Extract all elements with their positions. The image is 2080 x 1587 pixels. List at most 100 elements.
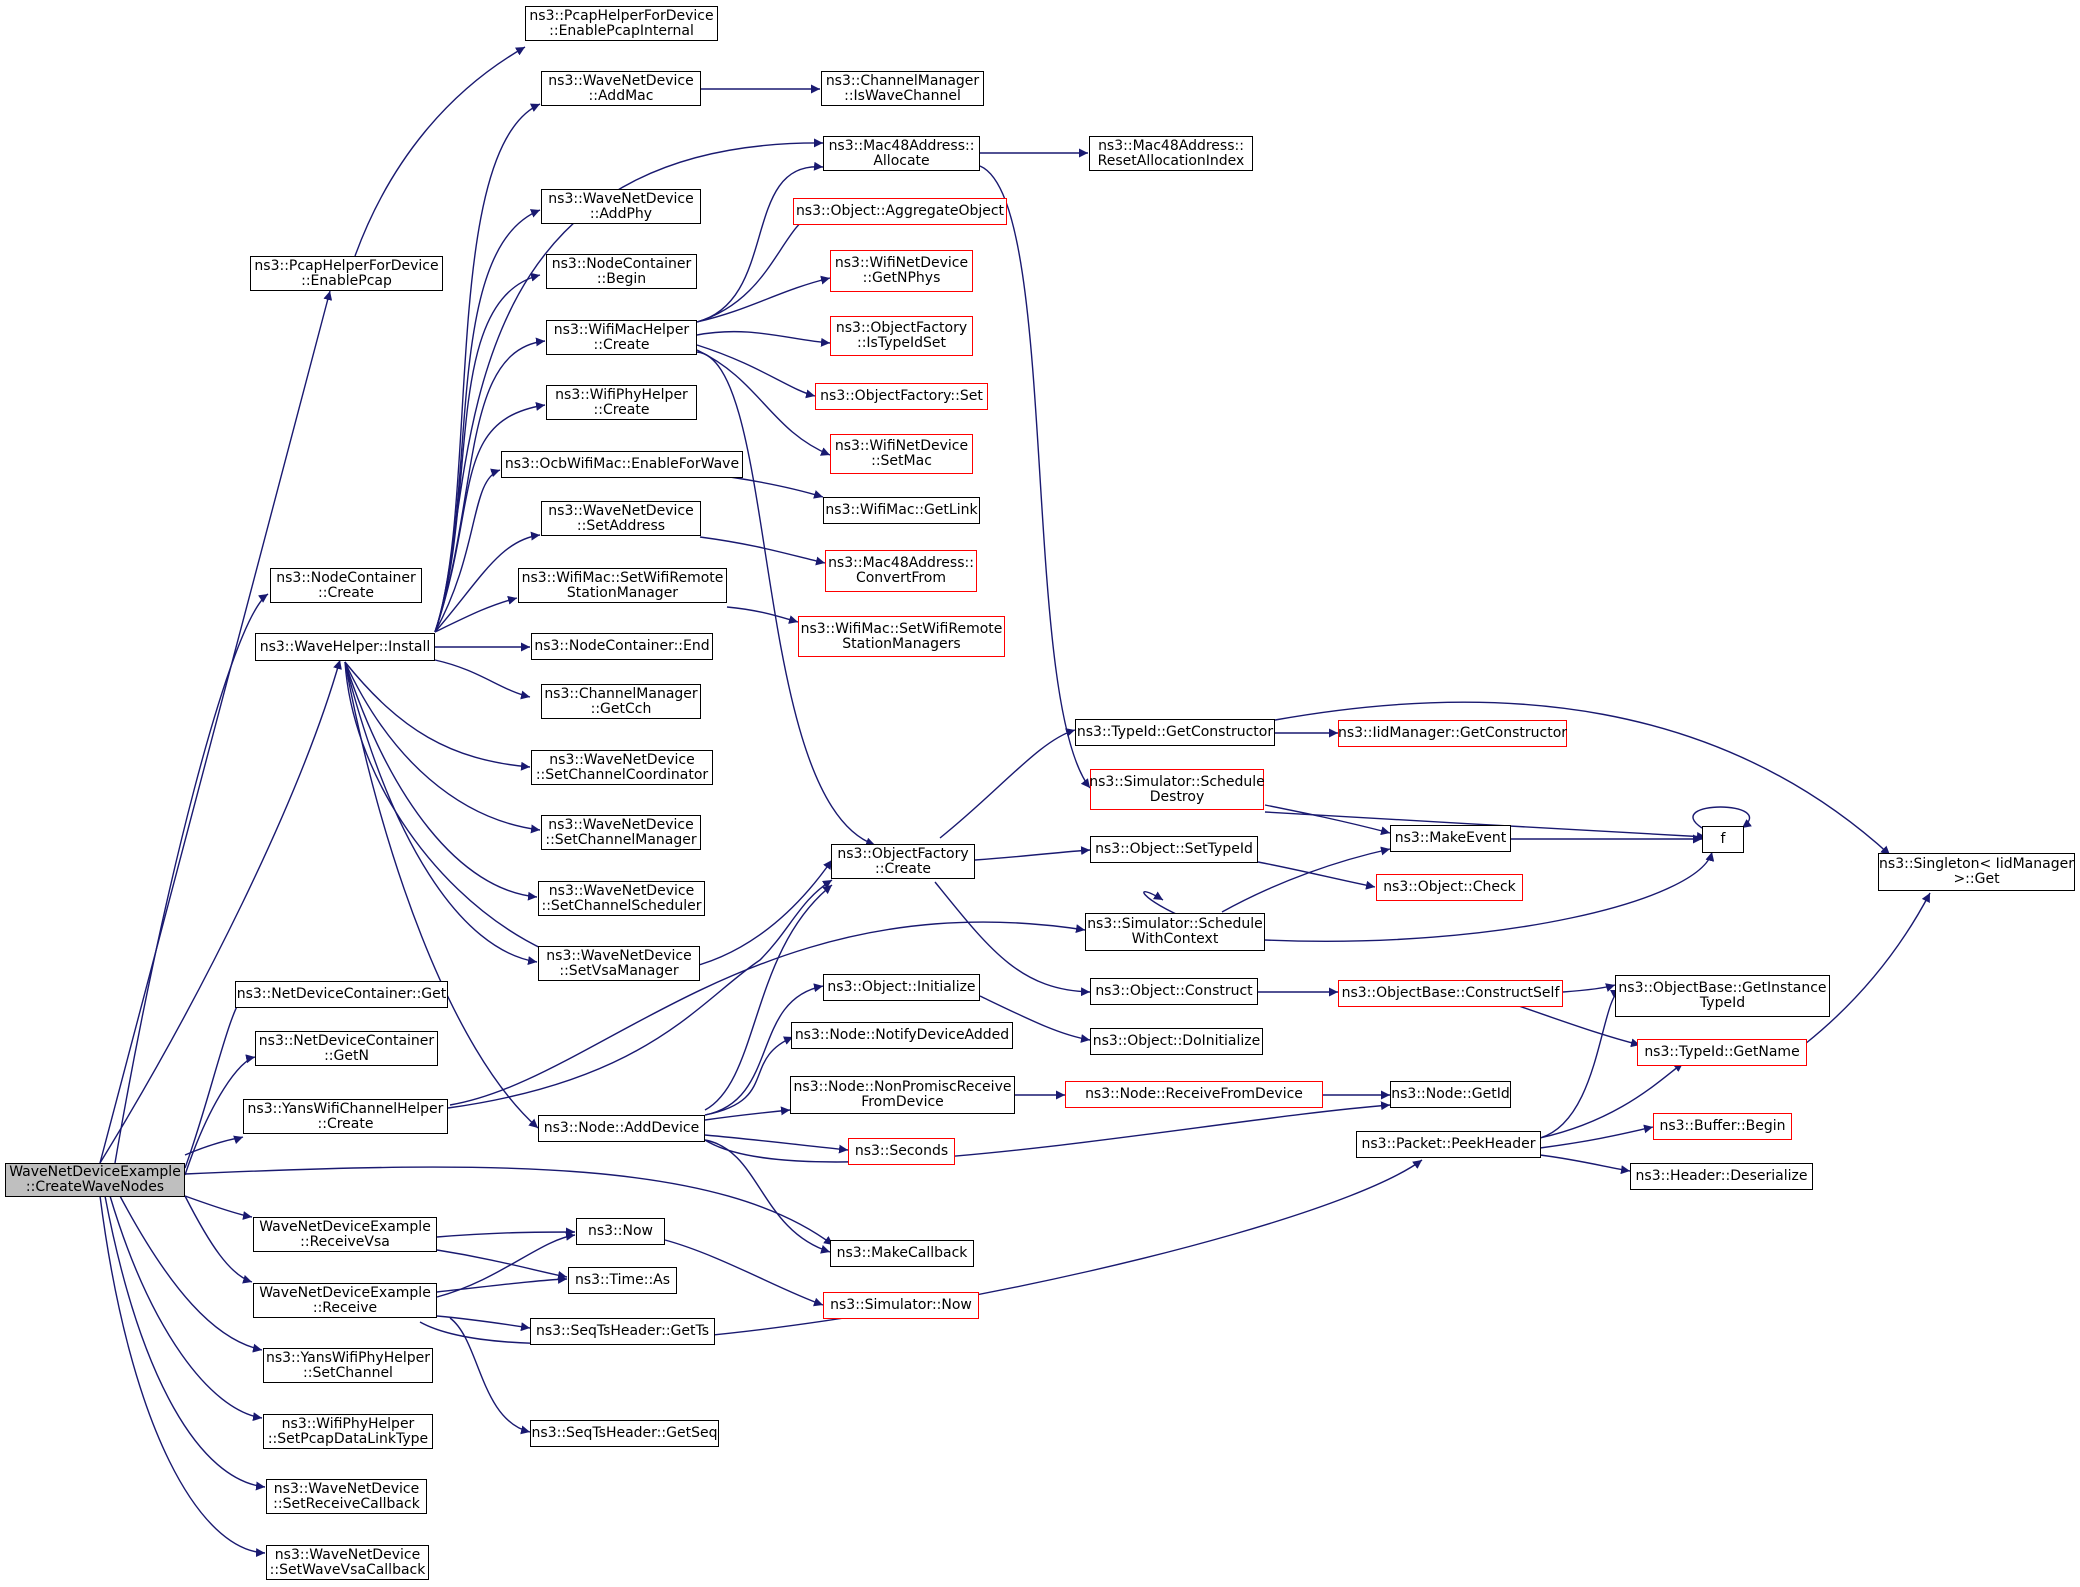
node-resetallocationindex[interactable]: ns3::Mac48Address:: ResetAllocationIndex: [1089, 136, 1253, 171]
node-makecallback[interactable]: ns3::MakeCallback: [830, 1240, 974, 1267]
node-wifiphyhelper-create[interactable]: ns3::WifiPhyHelper ::Create: [546, 385, 697, 420]
node-object-check[interactable]: ns3::Object::Check: [1376, 874, 1523, 901]
node-label-line1: ns3::OcbWifiMac::EnableForWave: [504, 456, 740, 472]
node-setchannelcoordinator[interactable]: ns3::WaveNetDevice ::SetChannelCoordinat…: [531, 750, 713, 785]
node-getinstancetypeid[interactable]: ns3::ObjectBase::GetInstance TypeId: [1615, 975, 1830, 1017]
node-setvsamanager[interactable]: ns3::WaveNetDevice ::SetVsaManager: [538, 946, 700, 981]
node-aggregateobject[interactable]: ns3::Object::AggregateObject: [793, 198, 1007, 225]
node-yanswifichannelhelper-create[interactable]: ns3::YansWifiChannelHelper ::Create: [243, 1099, 448, 1134]
node-setchannelscheduler[interactable]: ns3::WaveNetDevice ::SetChannelScheduler: [538, 881, 705, 916]
node-wifinetdevice-getnphys[interactable]: ns3::WifiNetDevice ::GetNPhys: [830, 250, 973, 292]
node-constructself[interactable]: ns3::ObjectBase::ConstructSelf: [1338, 980, 1563, 1007]
node-notifydeviceadded[interactable]: ns3::Node::NotifyDeviceAdded: [791, 1022, 1013, 1049]
node-object-initialize[interactable]: ns3::Object::Initialize: [823, 974, 980, 1001]
node-time-as[interactable]: ns3::Time::As: [568, 1267, 677, 1294]
node-label-line2: ::ReceiveVsa: [300, 1233, 390, 1250]
node-setwavevsacallback[interactable]: ns3::WaveNetDevice ::SetWaveVsaCallback: [266, 1545, 429, 1580]
node-typeid-getconstructor[interactable]: ns3::TypeId::GetConstructor: [1075, 719, 1275, 746]
node-singleton-get[interactable]: ns3::Singleton< IidManager >::Get: [1878, 853, 2075, 891]
node-buffer-begin[interactable]: ns3::Buffer::Begin: [1653, 1113, 1792, 1140]
node-enablepcap[interactable]: ns3::PcapHelperForDevice ::EnablePcap: [250, 256, 443, 291]
node-makeevent[interactable]: ns3::MakeEvent: [1390, 825, 1511, 852]
node-setaddress[interactable]: ns3::WaveNetDevice ::SetAddress: [541, 501, 701, 536]
node-wifimachelper-create[interactable]: ns3::WifiMacHelper ::Create: [546, 320, 697, 355]
node-seqtsheader-getts[interactable]: ns3::SeqTsHeader::GetTs: [530, 1318, 715, 1345]
node-enablepcapinternal[interactable]: ns3::PcapHelperForDevice ::EnablePcapInt…: [525, 6, 718, 41]
node-label-line1: ns3::ObjectFactory::Set: [820, 388, 983, 404]
node-setchannelmanager[interactable]: ns3::WaveNetDevice ::SetChannelManager: [541, 815, 701, 850]
node-iidmanager-getconstructor[interactable]: ns3::IidManager::GetConstructor: [1338, 720, 1567, 747]
node-object-doinitialize[interactable]: ns3::Object::DoInitialize: [1090, 1028, 1263, 1055]
node-label-line1: ns3::WaveNetDevice: [548, 816, 694, 833]
node-nonpromiscreceivefromdevice[interactable]: ns3::Node::NonPromiscReceive FromDevice: [790, 1076, 1015, 1114]
node-schedule-destroy[interactable]: ns3::Simulator::Schedule Destroy: [1089, 769, 1265, 810]
node-nodecontainer-begin[interactable]: ns3::NodeContainer ::Begin: [546, 254, 697, 289]
node-node-getid[interactable]: ns3::Node::GetId: [1390, 1081, 1511, 1108]
node-netdevicecontainer-getn[interactable]: ns3::NetDeviceContainer ::GetN: [255, 1031, 438, 1066]
node-seqtsheader-getseq[interactable]: ns3::SeqTsHeader::GetSeq: [530, 1420, 719, 1447]
node-nodecontainer-end[interactable]: ns3::NodeContainer::End: [531, 633, 713, 660]
node-object-settypeid[interactable]: ns3::Object::SetTypeId: [1090, 836, 1258, 863]
node-addphy[interactable]: ns3::WaveNetDevice ::AddPhy: [541, 189, 701, 224]
node-seconds[interactable]: ns3::Seconds: [848, 1138, 955, 1165]
node-f[interactable]: f: [1702, 826, 1744, 853]
node-label-line1: ns3::Singleton< IidManager: [1879, 856, 2074, 872]
node-label-line1: ns3::Node::NotifyDeviceAdded: [794, 1027, 1010, 1043]
node-iswavechannel[interactable]: ns3::ChannelManager ::IsWaveChannel: [821, 71, 984, 106]
node-mac48address-convertfrom[interactable]: ns3::Mac48Address:: ConvertFrom: [825, 550, 977, 592]
node-nodecontainer-create[interactable]: ns3::NodeContainer ::Create: [270, 568, 422, 603]
node-label-line1: ns3::WifiNetDevice: [834, 438, 969, 454]
node-label-line2: Destroy: [1149, 788, 1205, 805]
node-schedule-withcontext[interactable]: ns3::Simulator::Schedule WithContext: [1085, 913, 1265, 951]
node-channelmanager-getcch[interactable]: ns3::ChannelManager ::GetCch: [541, 684, 701, 719]
node-typeid-getname[interactable]: ns3::TypeId::GetName: [1637, 1039, 1807, 1066]
node-label-line1: ns3::Header::Deserialize: [1635, 1168, 1808, 1184]
node-label-line2: ::AddPhy: [589, 205, 653, 222]
node-label-line2: ::SetChannelScheduler: [541, 897, 702, 914]
node-label-line1: ns3::NodeContainer: [276, 569, 416, 586]
node-label-line2: StationManager: [566, 584, 679, 601]
edge: [1257, 861, 1376, 890]
node-label-line1: ns3::SeqTsHeader::GetSeq: [531, 1425, 718, 1441]
node-object-construct[interactable]: ns3::Object::Construct: [1090, 978, 1258, 1005]
edge: [704, 884, 833, 1111]
node-addmac[interactable]: ns3::WaveNetDevice ::AddMac: [541, 71, 701, 106]
node-wifinetdevice-setmac[interactable]: ns3::WifiNetDevice ::SetMac: [830, 434, 973, 474]
node-packet-peekheader[interactable]: ns3::Packet::PeekHeader: [1356, 1131, 1541, 1158]
node-node-adddevice[interactable]: ns3::Node::AddDevice: [538, 1115, 705, 1142]
node-label-line1: ns3::WifiPhyHelper: [281, 1415, 415, 1432]
node-label-line1: ns3::WaveNetDevice: [548, 72, 694, 89]
node-label-line2: ::Receive: [312, 1299, 378, 1316]
node-wavehelper-install[interactable]: ns3::WaveHelper::Install: [255, 633, 435, 661]
node-objectfactory-create[interactable]: ns3::ObjectFactory ::Create: [831, 844, 975, 879]
node-setwifiremotestationmanager[interactable]: ns3::WifiMac::SetWifiRemote StationManag…: [518, 568, 727, 603]
node-wifimac-getlink[interactable]: ns3::WifiMac::GetLink: [823, 497, 980, 524]
node-label-line2: ::Create: [593, 336, 650, 353]
node-label-line2: ::IsTypeIdSet: [856, 335, 947, 351]
node-objectfactory-set[interactable]: ns3::ObjectFactory::Set: [815, 383, 988, 410]
edge: [436, 1231, 576, 1298]
node-objectfactory-istypeidset[interactable]: ns3::ObjectFactory ::IsTypeIdSet: [830, 316, 973, 356]
node-simulator-now[interactable]: ns3::Simulator::Now: [823, 1292, 979, 1319]
node-receivefromdevice[interactable]: ns3::Node::ReceiveFromDevice: [1065, 1081, 1323, 1108]
node-receivevsa[interactable]: WaveNetDeviceExample ::ReceiveVsa: [253, 1217, 437, 1252]
node-label-line1: ns3::Mac48Address::: [828, 555, 974, 571]
node-netdevicecontainer-get[interactable]: ns3::NetDeviceContainer::Get: [235, 981, 448, 1008]
node-mac48address-allocate[interactable]: ns3::Mac48Address:: Allocate: [823, 136, 980, 171]
node-setreceivecallback[interactable]: ns3::WaveNetDevice ::SetReceiveCallback: [266, 1479, 427, 1514]
node-now[interactable]: ns3::Now: [576, 1218, 665, 1245]
node-header-deserialize[interactable]: ns3::Header::Deserialize: [1630, 1163, 1813, 1190]
node-label-line2: ::Begin: [596, 270, 647, 287]
node-label-line1: ns3::ObjectFactory: [837, 845, 969, 862]
node-setchannel[interactable]: ns3::YansWifiPhyHelper ::SetChannel: [263, 1348, 433, 1383]
edge: [704, 1036, 794, 1116]
node-enableforwave[interactable]: ns3::OcbWifiMac::EnableForWave: [501, 451, 743, 478]
node-setpcapdatalinktype[interactable]: ns3::WifiPhyHelper ::SetPcapDataLinkType: [263, 1414, 433, 1449]
node-setwifiremotestationmanagers[interactable]: ns3::WifiMac::SetWifiRemote StationManag…: [798, 616, 1005, 657]
node-label-line1: ns3::Object::DoInitialize: [1092, 1033, 1261, 1049]
node-label-line1: ns3::SeqTsHeader::GetTs: [535, 1323, 710, 1339]
edge: [114, 593, 269, 1164]
edge: [1539, 1124, 1654, 1149]
node-receive[interactable]: WaveNetDeviceExample ::Receive: [253, 1283, 437, 1318]
edge: [434, 468, 501, 633]
